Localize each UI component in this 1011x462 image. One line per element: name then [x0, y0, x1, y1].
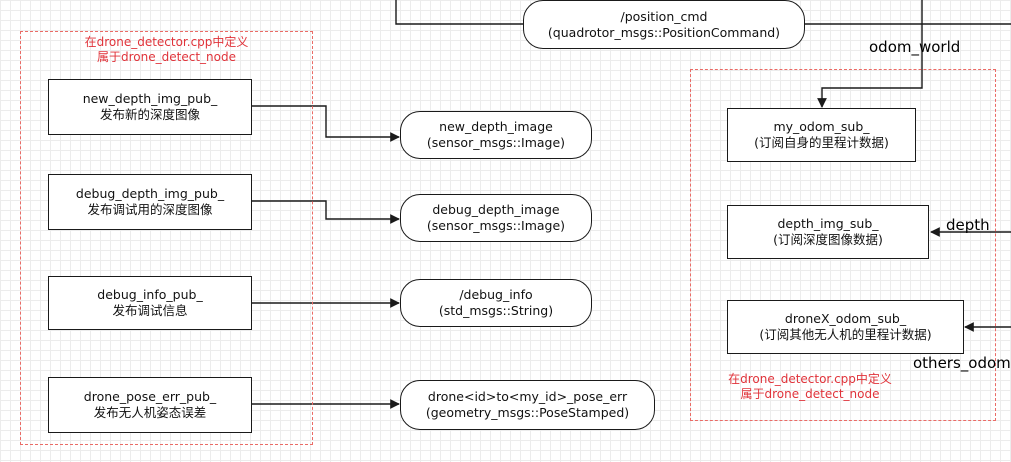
publisher-new-depth-img[interactable]: new_depth_img_pub_ 发布新的深度图像	[48, 79, 252, 135]
publisher-desc: 发布调试用的深度图像	[87, 202, 213, 217]
publisher-name: debug_depth_img_pub_	[75, 186, 225, 201]
topic-debug-info[interactable]: /debug_info (std_msgs::String)	[400, 279, 592, 327]
subscriber-desc: (订阅自身的里程计数据)	[754, 135, 889, 150]
subscriber-my-odom[interactable]: my_odom_sub_ (订阅自身的里程计数据)	[727, 108, 916, 162]
subscriber-desc: (订阅其他无人机的里程计数据)	[759, 327, 932, 342]
publisher-debug-depth-img[interactable]: debug_depth_img_pub_ 发布调试用的深度图像	[48, 174, 252, 230]
edge-label-depth: depth	[946, 216, 990, 234]
topic-type: (std_msgs::String)	[438, 303, 554, 318]
right-group-note-line1: 在drone_detector.cpp中定义	[728, 372, 892, 386]
topic-drone-pose-err[interactable]: drone<id>to<my_id>_pose_err (geometry_ms…	[400, 380, 655, 430]
subscriber-name: my_odom_sub_	[773, 119, 870, 134]
left-group-note: 在drone_detector.cpp中定义 属于drone_detect_no…	[20, 35, 313, 65]
subscriber-name: droneX_odom_sub_	[784, 311, 907, 326]
edge-new-depth-image	[251, 105, 400, 142]
left-group-note-line1: 在drone_detector.cpp中定义	[84, 35, 249, 49]
subscriber-name: depth_img_sub_	[777, 216, 879, 231]
edge-debug-depth-image	[251, 200, 400, 224]
topic-type: (geometry_msgs::PoseStamped)	[425, 405, 630, 420]
publisher-name: drone_pose_err_pub_	[83, 389, 217, 404]
edge-label-odom-world: odom_world	[869, 38, 961, 56]
right-group-note: 在drone_detector.cpp中定义 属于drone_detect_no…	[690, 372, 930, 402]
edge-position-cmd-in	[395, 0, 523, 25]
topic-type: (sensor_msgs::Image)	[426, 218, 566, 233]
publisher-desc: 发布调试信息	[112, 303, 188, 318]
topic-debug-depth-image[interactable]: debug_depth_image (sensor_msgs::Image)	[400, 194, 592, 242]
topic-name: debug_depth_image	[432, 202, 560, 217]
topic-name: drone<id>to<my_id>_pose_err	[427, 389, 628, 404]
publisher-desc: 发布无人机姿态误差	[93, 405, 207, 420]
publisher-name: new_depth_img_pub_	[82, 91, 218, 106]
topic-new-depth-image[interactable]: new_depth_image (sensor_msgs::Image)	[400, 111, 592, 159]
topic-name: /debug_info	[459, 287, 533, 302]
left-group-note-line2: 属于drone_detect_node	[97, 50, 236, 64]
subscriber-desc: (订阅深度图像数据)	[773, 232, 883, 247]
topic-type: (quadrotor_msgs::PositionCommand)	[547, 24, 781, 40]
topic-name: new_depth_image	[439, 119, 553, 134]
left-node-group	[20, 31, 313, 445]
edge-label-others-odom: others_odom	[913, 354, 1011, 372]
publisher-name: debug_info_pub_	[97, 287, 203, 302]
topic-position-cmd[interactable]: /position_cmd (quadrotor_msgs::PositionC…	[523, 0, 805, 49]
right-node-group	[690, 69, 996, 421]
topic-name: /position_cmd	[620, 8, 708, 24]
right-group-note-line2: 属于drone_detect_node	[740, 387, 880, 401]
publisher-desc: 发布新的深度图像	[99, 107, 200, 122]
publisher-debug-info[interactable]: debug_info_pub_ 发布调试信息	[48, 276, 252, 330]
edge-odom-world	[817, 0, 923, 108]
publisher-drone-pose-err[interactable]: drone_pose_err_pub_ 发布无人机姿态误差	[48, 377, 252, 433]
subscriber-depth-img[interactable]: depth_img_sub_ (订阅深度图像数据)	[727, 205, 929, 259]
subscriber-dronex-odom[interactable]: droneX_odom_sub_ (订阅其他无人机的里程计数据)	[727, 300, 964, 354]
topic-type: (sensor_msgs::Image)	[426, 135, 566, 150]
